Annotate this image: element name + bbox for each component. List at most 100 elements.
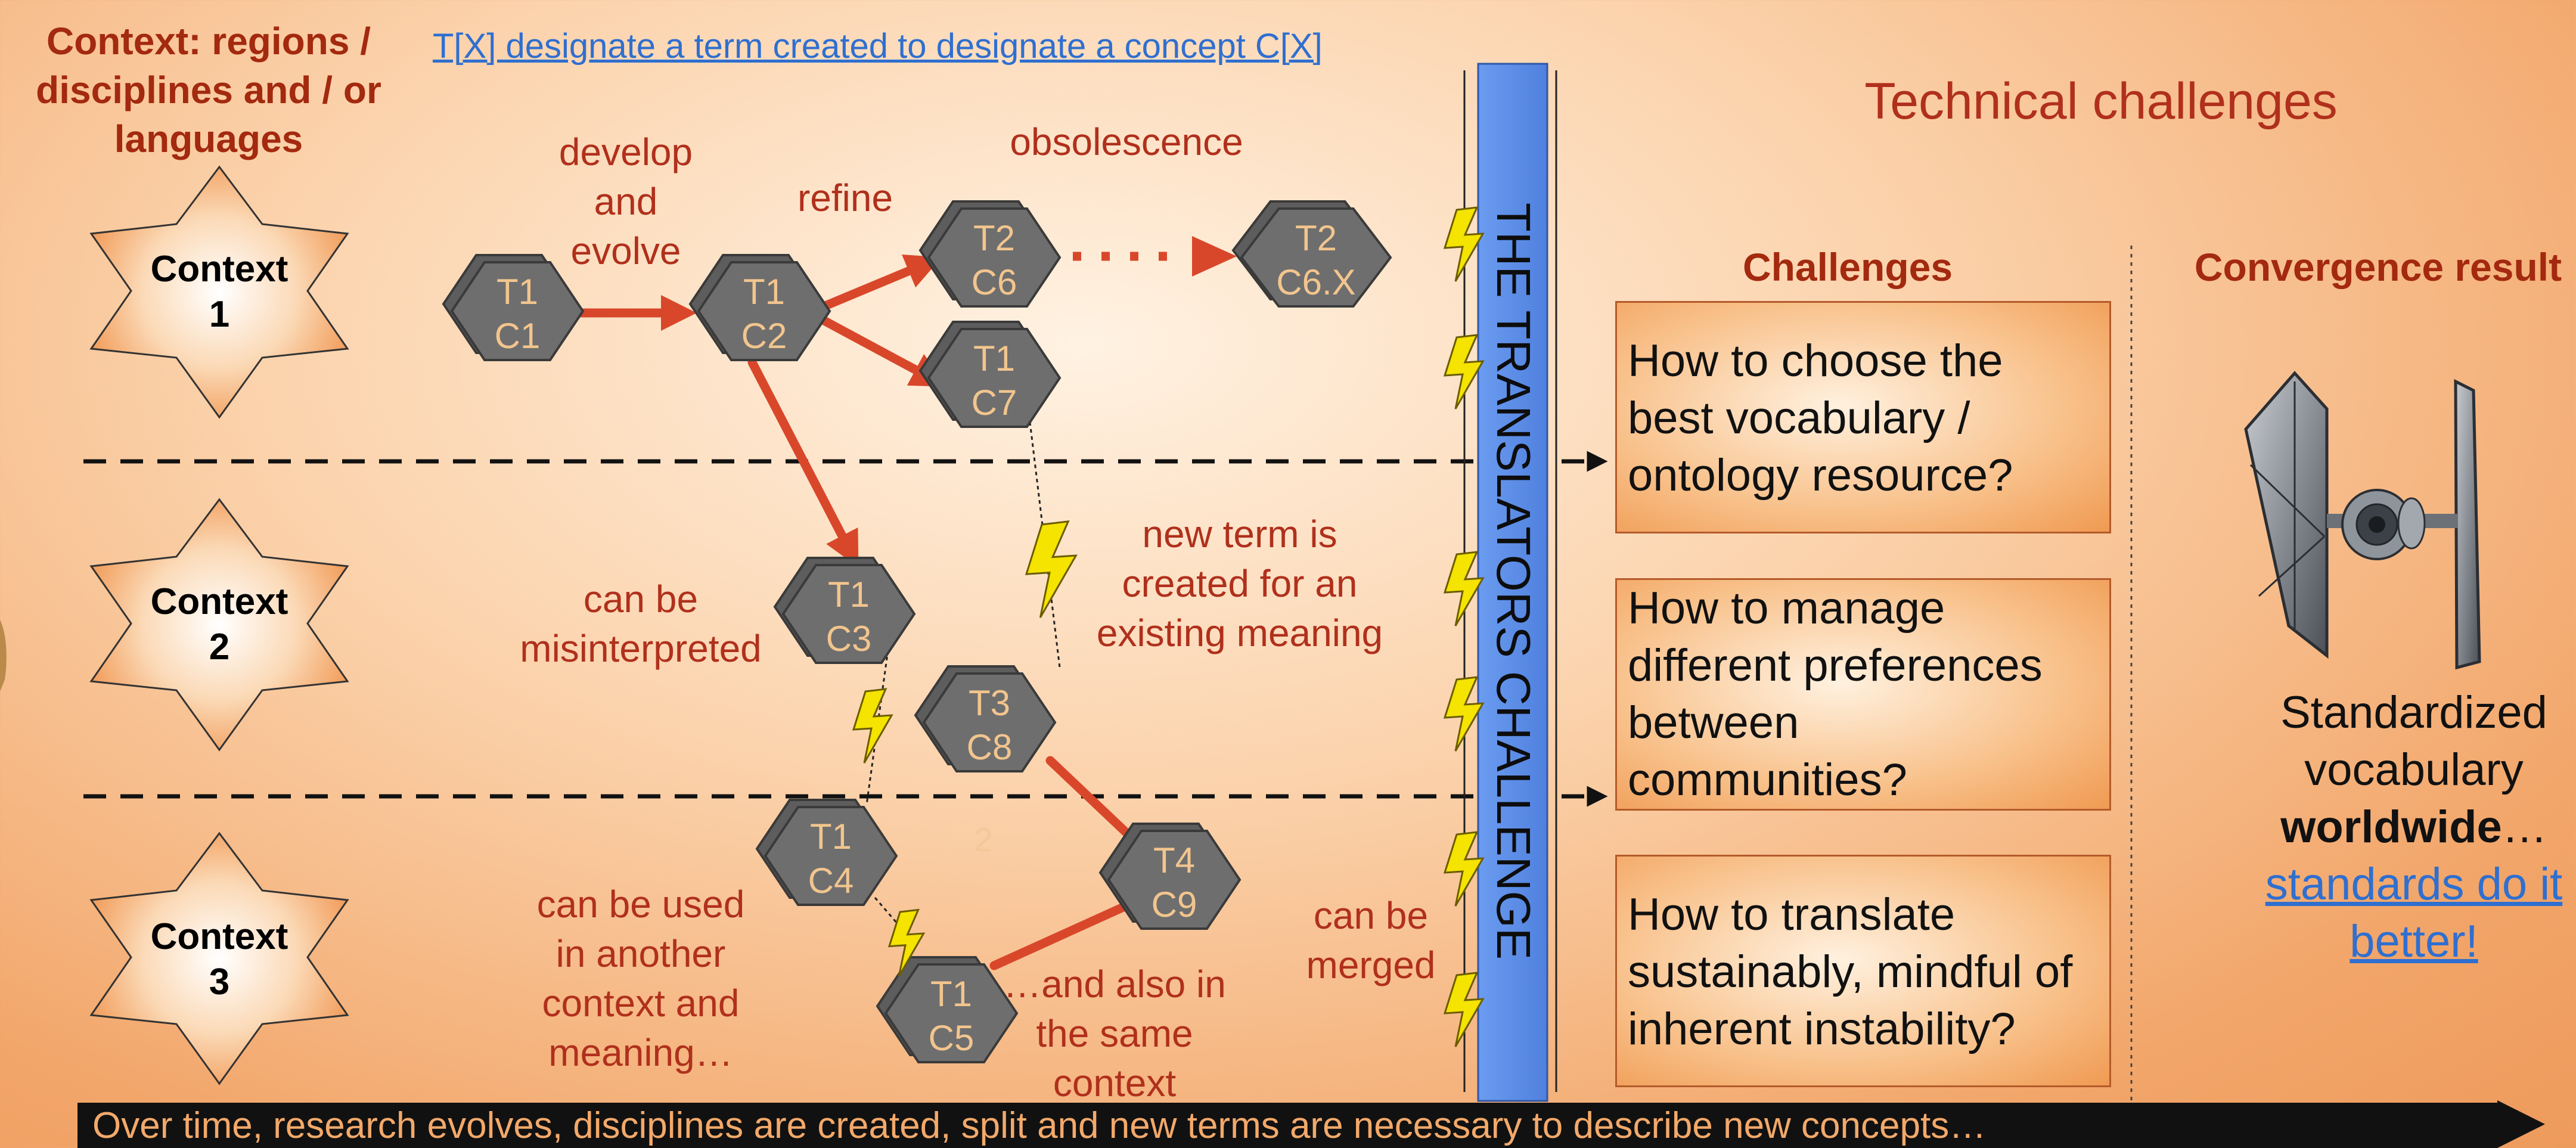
challenge-3-line-2: sustainably, mindful of [1628,947,2073,997]
challenge-2-line-1: How to manage [1628,583,1945,634]
term-label: T1 [743,272,785,312]
arrow-c2-c6 [811,255,942,315]
annotation-same-context-line-1: …and also in [1003,963,1226,1006]
annotation-merged-line-2: merged [1306,944,1436,986]
annotation-faint-2: 2 [974,821,993,858]
lightning-bolt-icon [1443,676,1485,752]
challenge-1-line-2: best vocabulary / [1628,393,1970,443]
annotation-develop-line-1: develop [558,131,693,173]
context-label-3: Context 3 [130,914,309,1005]
footer-arrow-bar [77,1100,2545,1148]
concept-label: C1 [495,316,541,356]
annotation-new-term: new term is created for an existing mean… [1061,510,1419,658]
annotation-same-context: …and also in the same context [983,960,1246,1108]
challenges-header: Challenges [1742,245,1953,289]
evolution-arrows [564,255,1180,970]
annotation-used-other-line-1: can be used [536,883,745,926]
concept-label: C5 [929,1018,974,1058]
convergence-line-2: vocabulary [2304,744,2524,795]
term-label: T4 [1153,840,1195,880]
convergence-ellipsis: … [2501,802,2547,852]
context-heading: Context: regions / disciplines and / or … [0,17,417,163]
annotation-used-other-line-4: meaning… [548,1031,733,1074]
arrow-c2-c7 [811,311,947,387]
lightning-bolt-icon [852,688,893,764]
obsolescence-arrow [1073,236,1237,277]
challenge-box-1: How to choose the best vocabulary / onto… [1615,301,2111,533]
lightning-bolt-icon [1443,831,1485,907]
annotation-same-context-line-2: the same [1036,1012,1193,1055]
convergence-text: Standardized vocabulary worldwide… stand… [2158,684,2576,970]
lightning-bolt-icon [1443,972,1485,1047]
annotation-develop: develop and evolve [524,128,727,276]
challenge-3-line-3: inherent instability? [1628,1004,2016,1054]
context-label-1-line-1: Context [150,249,288,290]
lightning-bolt-icon [1025,520,1078,618]
concept-label: C7 [972,383,1017,423]
concept-label: C6.X [1276,262,1355,302]
term-label: T2 [1295,218,1337,258]
term-label: T1 [973,339,1015,378]
challenge-1-line-3: ontology resource? [1628,450,2013,501]
legend-link[interactable]: T[X] designate a term created to designa… [433,27,1323,66]
annotation-new-term-line-2: created for an [1122,562,1358,605]
context-star-2 [89,498,349,752]
context-heading-line-3: languages [114,117,303,160]
challenge-2-line-3: between [1628,697,1799,748]
challenge-box-3: How to translate sustainably, mindful of… [1615,855,2111,1087]
term-label: T1 [810,817,852,857]
concept-label: C6 [972,262,1017,302]
annotation-used-other-line-3: context and [542,982,740,1025]
arrow-c2-c3 [747,358,859,567]
context-label-2: Context 2 [130,579,309,670]
convergence-line-1: Standardized [2280,687,2547,738]
translator-bar [1477,63,1548,1102]
edge-figure [0,620,7,691]
footer-text: Over time, research evolves, disciplines… [92,1105,1987,1146]
term-label: T2 [973,218,1015,258]
context-label-1: Context 1 [130,247,309,337]
lightning-bolt-icon [887,908,926,977]
convergence-line-3: worldwide… [2158,799,2576,856]
annotation-merged: can be merged [1287,891,1454,990]
annotation-misinterpreted-line-1: can be [583,578,699,620]
annotation-refine: refine [797,176,893,219]
annotation-used-other: can be used in another context and meani… [501,880,781,1078]
context-star-3 [89,831,349,1085]
concept-label: C3 [826,619,872,659]
term-label: T1 [828,575,870,615]
standards-link-line-2[interactable]: better! [2350,916,2478,967]
term-label: T1 [496,272,538,312]
annotation-misinterpreted: can be misinterpreted [495,575,787,674]
context-label-3-line-1: Context [150,916,288,957]
term-label: T1 [930,974,972,1014]
challenge-box-2: How to manage different preferences betw… [1615,578,2111,811]
lightning-bolt-icon [1443,206,1485,282]
challenge-3-line-1: How to translate [1628,889,1956,940]
context-star-1 [89,165,349,419]
challenge-1-line-1: How to choose the [1628,336,2003,386]
standards-link-line-1[interactable]: standards do it [2265,859,2563,910]
concept-label: C4 [808,861,854,901]
convergence-header: Convergence result [2194,245,2562,289]
annotation-develop-line-2: and [594,180,658,223]
concept-label: C2 [741,316,787,356]
annotation-used-other-line-2: in another [555,932,726,975]
context-label-3-line-2: 3 [209,961,230,1003]
context-heading-line-2: disciplines and / or [36,69,381,111]
tie-fighter-image [2244,371,2481,670]
concept-label: C8 [967,727,1013,767]
concept-label: C9 [1152,885,1197,924]
context-label-2-line-1: Context [150,581,288,622]
annotation-new-term-line-3: existing meaning [1096,612,1383,654]
challenge-2-line-2: different preferences [1628,640,2043,691]
annotation-same-context-line-3: context [1053,1062,1177,1104]
